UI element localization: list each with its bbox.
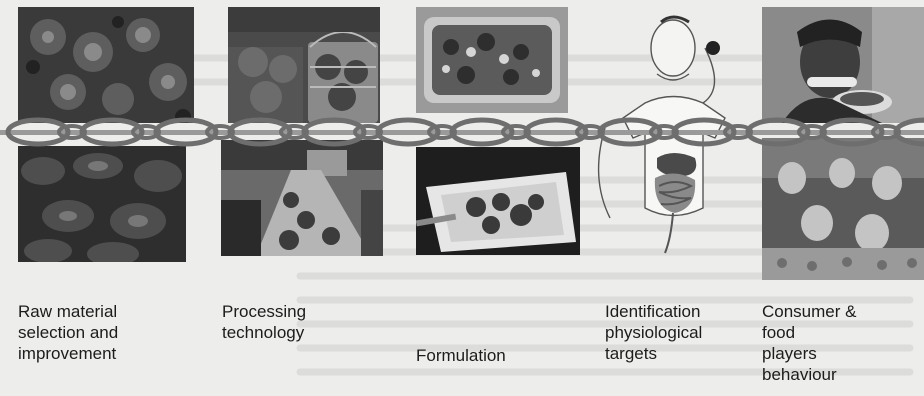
stage-label-identification: Identification physiological targets bbox=[605, 301, 702, 364]
stage-label-raw-material: Raw material selection and improvement bbox=[18, 301, 118, 364]
formulation-photo-bottom bbox=[416, 147, 580, 255]
stage-label-consumer: Consumer & food players behaviour bbox=[762, 301, 856, 385]
processing-photo-top bbox=[228, 7, 380, 123]
stage-label-formulation: Formulation bbox=[416, 345, 506, 366]
consumer-photo-bottom bbox=[762, 138, 924, 280]
raw-material-photo-top bbox=[18, 7, 194, 123]
chain-link-connector bbox=[0, 111, 924, 155]
processing-photo-bottom bbox=[221, 140, 383, 256]
formulation-photo-top bbox=[416, 7, 568, 113]
consumer-photo-top bbox=[762, 7, 924, 123]
raw-material-photo-bottom bbox=[18, 146, 186, 262]
stage-label-processing: Processing technology bbox=[222, 301, 306, 343]
